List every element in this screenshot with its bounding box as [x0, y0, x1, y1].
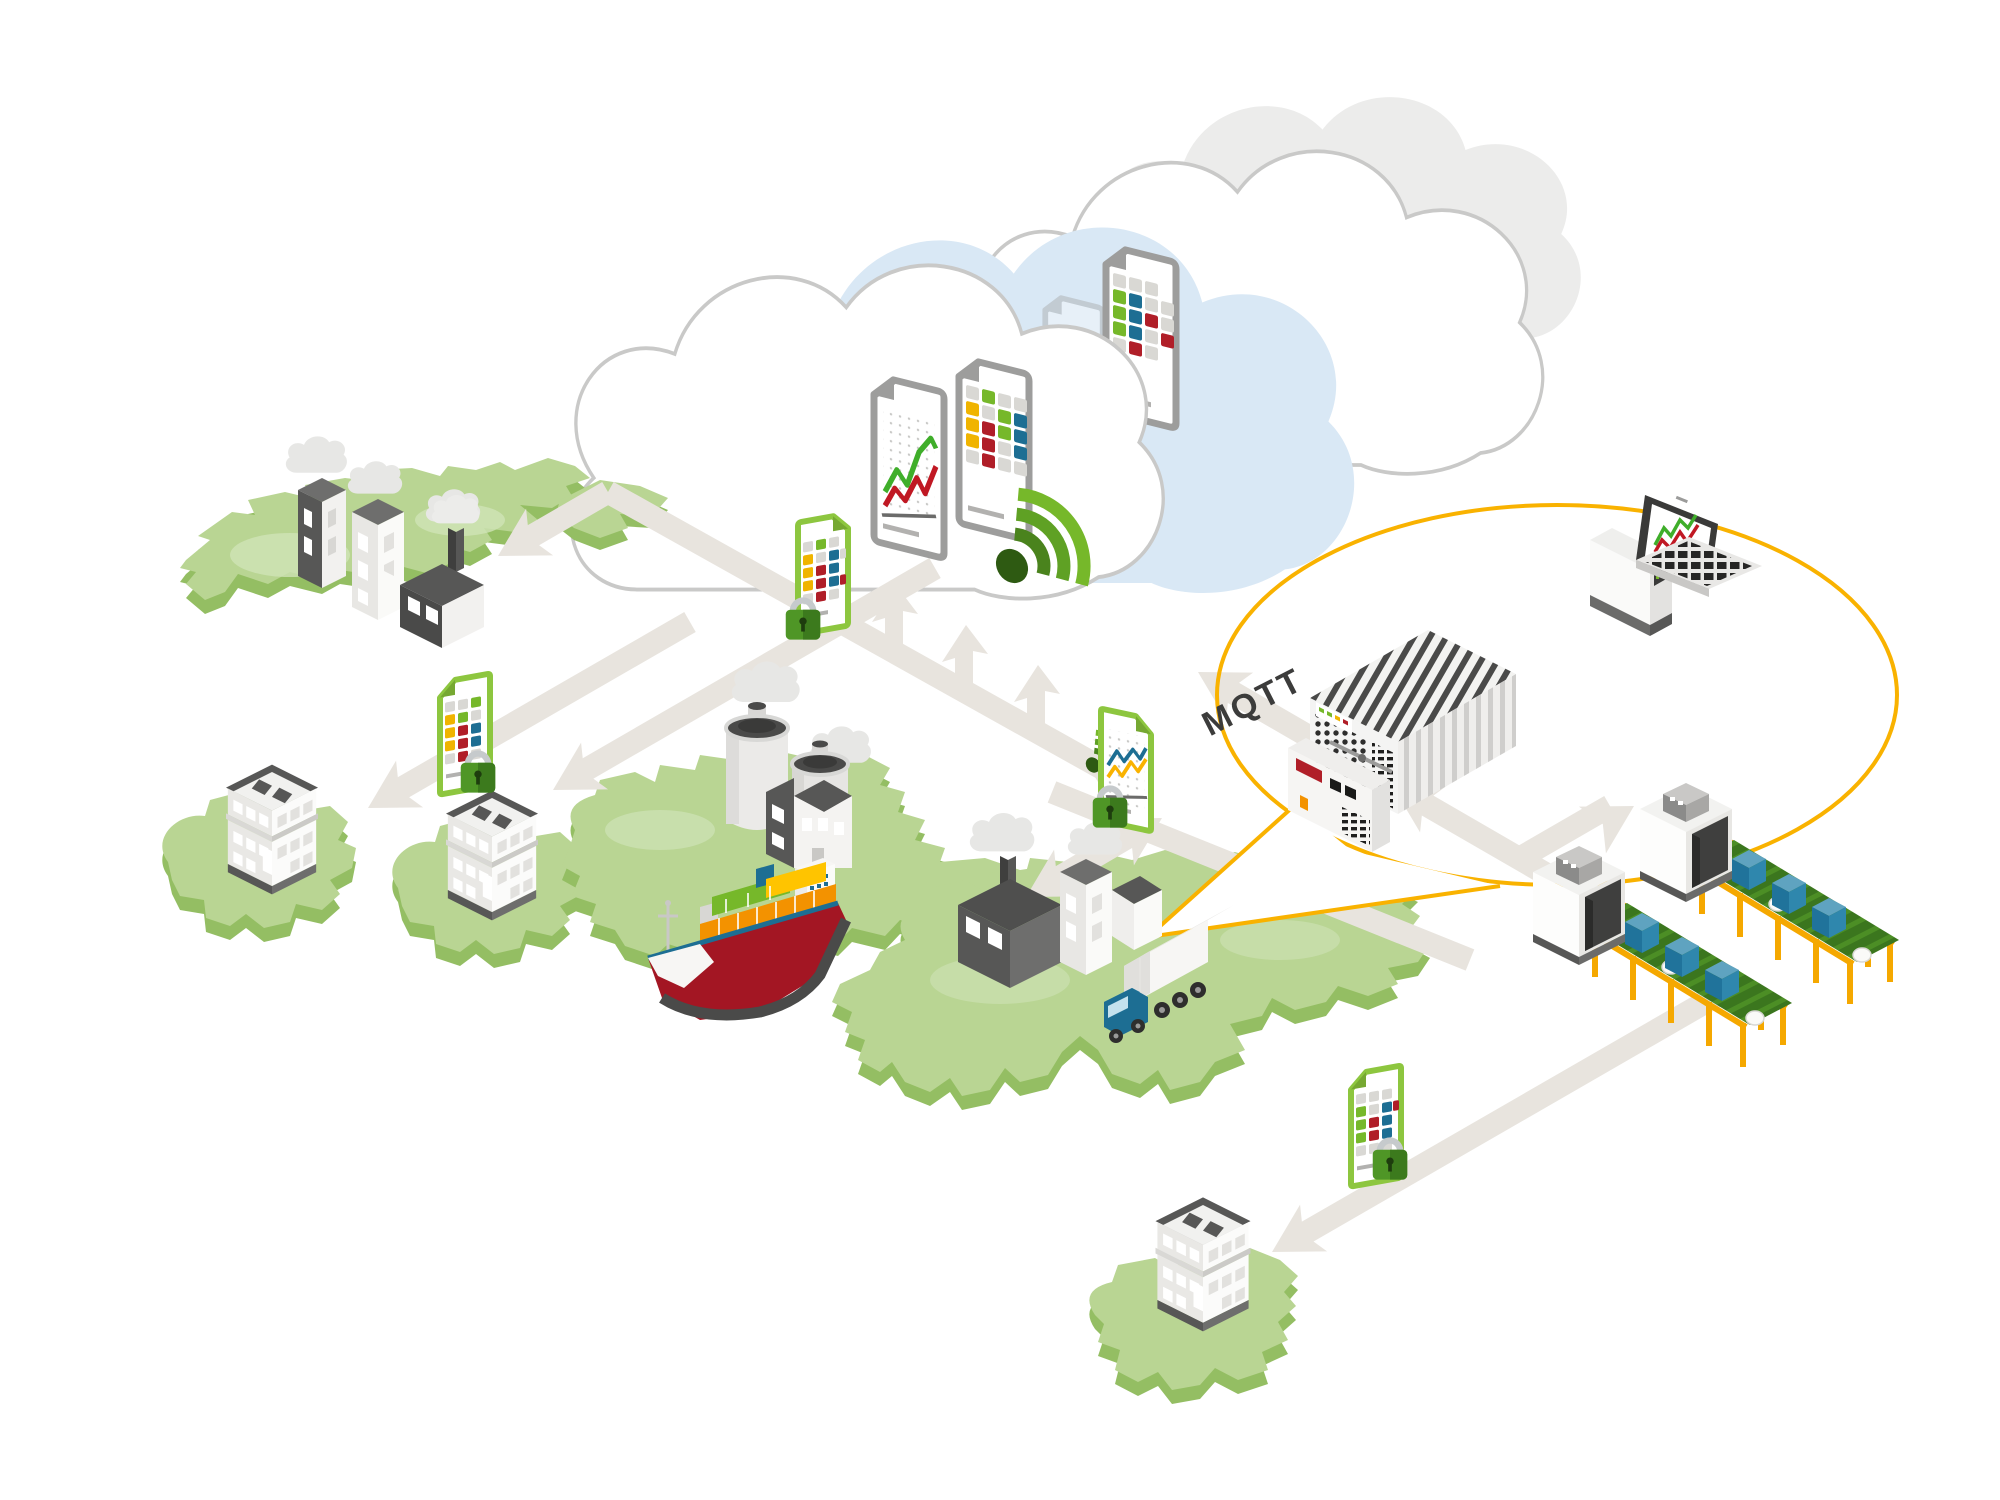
office-building-icon	[1155, 1197, 1251, 1332]
document-chart-icon	[874, 375, 944, 558]
office-building-icon	[226, 764, 318, 895]
factory-top-left	[285, 436, 484, 648]
workstation	[1590, 495, 1762, 636]
secure-document-grid-d	[1348, 1063, 1407, 1190]
cloud-layer	[569, 97, 1581, 601]
secure-document-grid-b	[437, 671, 495, 798]
server-icon	[1288, 630, 1516, 852]
truck-icon	[1104, 905, 1234, 1043]
office-building-icon	[446, 790, 538, 921]
secure-document-grid-a	[786, 513, 851, 640]
silo-icon	[724, 661, 871, 868]
factory-icon	[958, 812, 1162, 988]
laptop-icon	[1636, 495, 1762, 597]
secure-document-chart-icon	[1073, 706, 1154, 834]
container-ship-icon	[647, 858, 851, 1021]
cloud-documents	[874, 358, 1103, 620]
conveyor-machine-icon	[1640, 783, 1732, 902]
